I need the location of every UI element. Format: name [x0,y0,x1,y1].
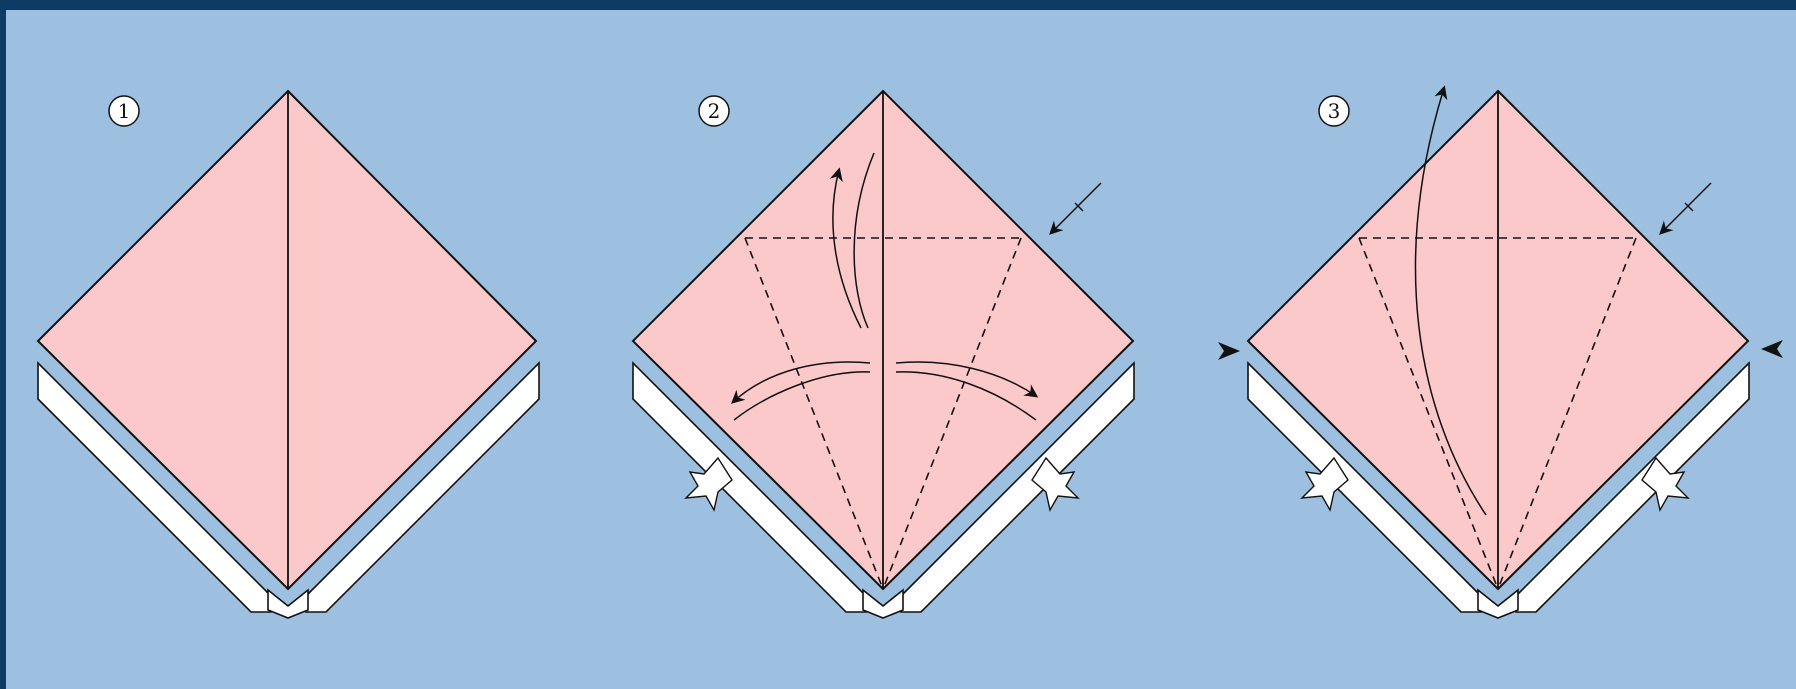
step-3-number: 3 [1328,99,1341,123]
step-1: 1 [38,91,539,618]
step-2-edge-arrow-icon [1051,183,1101,233]
step-3-badge: 3 [1319,96,1349,126]
step-1-square [38,91,536,589]
diagram-board: 1 2 [6,10,1796,689]
step-2: 2 [633,91,1134,618]
step-3-corner-marker-right-icon [1761,340,1783,358]
step-3-corner-marker-left-icon [1218,342,1240,360]
step-1-badge: 1 [109,96,139,126]
step-3-edge-arrow-icon [1661,183,1711,233]
step-3: 3 [1218,88,1783,618]
step-1-number: 1 [118,99,131,123]
folding-diagram: 1 2 [6,10,1796,689]
step-2-number: 2 [708,99,721,123]
step-2-badge: 2 [699,96,729,126]
